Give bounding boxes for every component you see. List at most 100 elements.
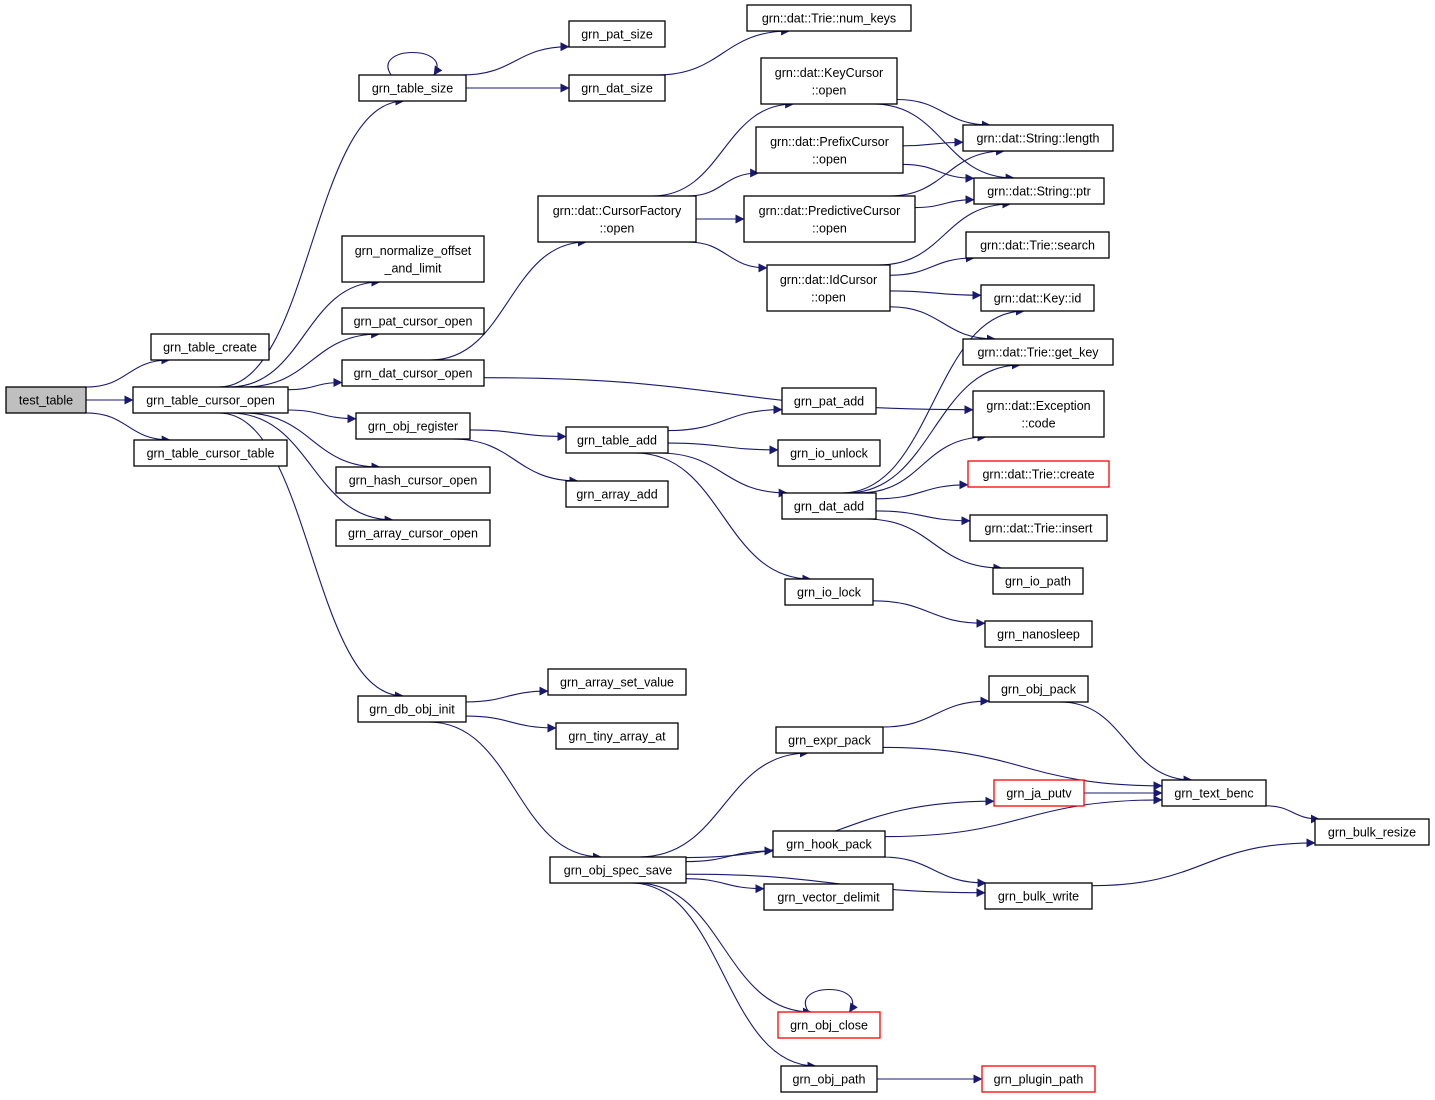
node-box	[341, 359, 485, 387]
node-label: grn_nanosleep	[997, 628, 1080, 642]
node-grn_table_size[interactable]: grn_table_size	[358, 74, 467, 102]
node-label: _and_limit	[384, 261, 443, 275]
node-key_id[interactable]: grn::dat::Key::id	[980, 284, 1095, 312]
node-trie_num_keys[interactable]: grn::dat::Trie::num_keys	[746, 4, 912, 32]
node-label: grn_array_set_value	[560, 676, 674, 690]
node-grn_pat_size[interactable]: grn_pat_size	[568, 20, 666, 48]
edge-grn_table_add-to-grn_io_unlock	[667, 442, 779, 455]
node-label: ::open	[812, 221, 847, 235]
node-grn_bulk_write[interactable]: grn_bulk_write	[984, 882, 1093, 910]
node-grn_io_path[interactable]: grn_io_path	[992, 567, 1084, 595]
node-grn_nanosleep[interactable]: grn_nanosleep	[984, 620, 1093, 648]
node-box	[555, 722, 679, 750]
edge-prefix_cursor_open-to-string_length	[902, 137, 964, 147]
node-label: ::open	[600, 221, 635, 235]
edge-grn_bulk_write-to-grn_bulk_resize	[1091, 838, 1316, 887]
node-label: grn::dat::Exception	[986, 399, 1090, 413]
node-grn_ja_putv[interactable]: grn_ja_putv	[993, 779, 1085, 807]
edge-predictive_cursor_open-to-string_length	[888, 146, 1005, 197]
node-label: grn_dat_cursor_open	[354, 367, 473, 381]
node-grn_table_create[interactable]: grn_table_create	[150, 333, 270, 361]
node-grn_table_add[interactable]: grn_table_add	[565, 426, 669, 454]
node-box	[132, 386, 289, 414]
edge-id_cursor_open-to-trie_search	[889, 253, 975, 276]
node-box	[766, 264, 891, 312]
node-grn_tiny_array_at[interactable]: grn_tiny_array_at	[555, 722, 679, 750]
node-grn_array_cursor_open[interactable]: grn_array_cursor_open	[335, 519, 491, 547]
node-box	[772, 830, 886, 858]
node-label: grn::dat::IdCursor	[780, 273, 877, 287]
node-test_table[interactable]: test_table	[5, 386, 87, 414]
node-grn_dat_cursor_open[interactable]: grn_dat_cursor_open	[341, 359, 485, 387]
node-grn_table_cursor_table[interactable]: grn_table_cursor_table	[133, 439, 288, 467]
node-label: grn_bulk_write	[998, 890, 1079, 904]
node-box	[965, 231, 1110, 259]
node-trie_get_key[interactable]: grn::dat::Trie::get_key	[962, 338, 1114, 366]
node-grn_io_lock[interactable]: grn_io_lock	[784, 578, 874, 606]
node-label: grn::dat::Trie::get_key	[977, 346, 1099, 360]
node-trie_create[interactable]: grn::dat::Trie::create	[967, 460, 1110, 488]
node-grn_array_add[interactable]: grn_array_add	[565, 480, 669, 508]
node-box	[980, 284, 1095, 312]
node-label: grn::dat::CursorFactory	[553, 204, 682, 218]
edge-grn_table_cursor_open-to-grn_table_size	[218, 96, 405, 388]
node-grn_obj_close[interactable]: grn_obj_close	[777, 1011, 881, 1039]
node-grn_vector_delimit[interactable]: grn_vector_delimit	[763, 883, 894, 911]
node-label: grn::dat::Trie::create	[982, 468, 1094, 482]
node-grn_bulk_resize[interactable]: grn_bulk_resize	[1314, 818, 1430, 846]
node-grn_obj_register[interactable]: grn_obj_register	[355, 412, 471, 440]
node-predictive_cursor_open[interactable]: grn::dat::PredictiveCursor::open	[743, 195, 916, 243]
node-box	[962, 124, 1114, 152]
node-label: grn::dat::String::length	[977, 132, 1100, 146]
node-box	[763, 883, 894, 911]
node-grn_obj_spec_save[interactable]: grn_obj_spec_save	[549, 856, 687, 884]
node-grn_io_unlock[interactable]: grn_io_unlock	[777, 439, 881, 467]
node-grn_text_benc[interactable]: grn_text_benc	[1161, 779, 1267, 807]
edge-grn_table_cursor_open-to-grn_pat_cursor_open	[243, 329, 381, 388]
node-grn_expr_pack[interactable]: grn_expr_pack	[775, 726, 884, 754]
node-grn_table_cursor_open[interactable]: grn_table_cursor_open	[132, 386, 289, 414]
node-label: grn_io_unlock	[790, 447, 869, 461]
node-label: ::open	[812, 83, 847, 97]
node-box	[973, 177, 1105, 205]
node-label: grn_table_cursor_open	[146, 394, 275, 408]
node-grn_hook_pack[interactable]: grn_hook_pack	[772, 830, 886, 858]
node-prefix_cursor_open[interactable]: grn::dat::PrefixCursor::open	[755, 126, 904, 174]
node-label: grn_tiny_array_at	[568, 730, 666, 744]
node-string_length[interactable]: grn::dat::String::length	[962, 124, 1114, 152]
node-box	[335, 466, 491, 494]
node-label: grn_text_benc	[1174, 787, 1253, 801]
node-key_cursor_open[interactable]: grn::dat::KeyCursor::open	[760, 57, 898, 105]
node-grn_obj_path[interactable]: grn_obj_path	[780, 1065, 878, 1093]
edge-grn_obj_spec_save-to-grn_hook_pack	[685, 846, 774, 863]
node-box	[781, 387, 877, 415]
node-grn_dat_size[interactable]: grn_dat_size	[568, 74, 666, 102]
edge-prefix_cursor_open-to-string_ptr	[902, 163, 975, 183]
node-grn_dat_add[interactable]: grn_dat_add	[781, 492, 877, 520]
node-string_ptr[interactable]: grn::dat::String::ptr	[973, 177, 1105, 205]
node-grn_plugin_path[interactable]: grn_plugin_path	[981, 1065, 1096, 1093]
node-grn_pat_add[interactable]: grn_pat_add	[781, 387, 877, 415]
edge-grn_table_add-to-grn_dat_add	[658, 452, 788, 498]
node-grn_array_set_value[interactable]: grn_array_set_value	[547, 668, 687, 696]
node-grn_pat_cursor_open[interactable]: grn_pat_cursor_open	[341, 307, 485, 335]
node-grn_normalize_offset_and_limit[interactable]: grn_normalize_offset_and_limit	[341, 235, 485, 283]
node-label: grn_pat_cursor_open	[354, 315, 473, 329]
node-label: grn::dat::Key::id	[994, 292, 1082, 306]
node-exception_code[interactable]: grn::dat::Exception::code	[972, 390, 1105, 438]
node-trie_insert[interactable]: grn::dat::Trie::insert	[969, 514, 1108, 542]
node-id_cursor_open[interactable]: grn::dat::IdCursor::open	[766, 264, 891, 312]
node-box	[775, 726, 884, 754]
node-grn_obj_pack[interactable]: grn_obj_pack	[988, 675, 1089, 703]
node-grn_db_obj_init[interactable]: grn_db_obj_init	[357, 695, 467, 723]
edge-grn_dat_add-to-trie_insert	[875, 510, 971, 526]
node-grn_hash_cursor_open[interactable]: grn_hash_cursor_open	[335, 466, 491, 494]
node-label: grn_array_cursor_open	[348, 527, 478, 541]
node-label: grn_pat_size	[581, 28, 653, 42]
node-label: grn_table_add	[577, 434, 657, 448]
node-trie_search[interactable]: grn::dat::Trie::search	[965, 231, 1110, 259]
node-cursor_factory_open[interactable]: grn::dat::CursorFactory::open	[537, 195, 697, 243]
edge-grn_obj_spec_save-to-grn_expr_pack	[639, 748, 809, 858]
edge-grn_dat_size-to-trie_num_keys	[656, 26, 791, 76]
edge-grn_obj_register-to-grn_array_add	[451, 438, 579, 486]
